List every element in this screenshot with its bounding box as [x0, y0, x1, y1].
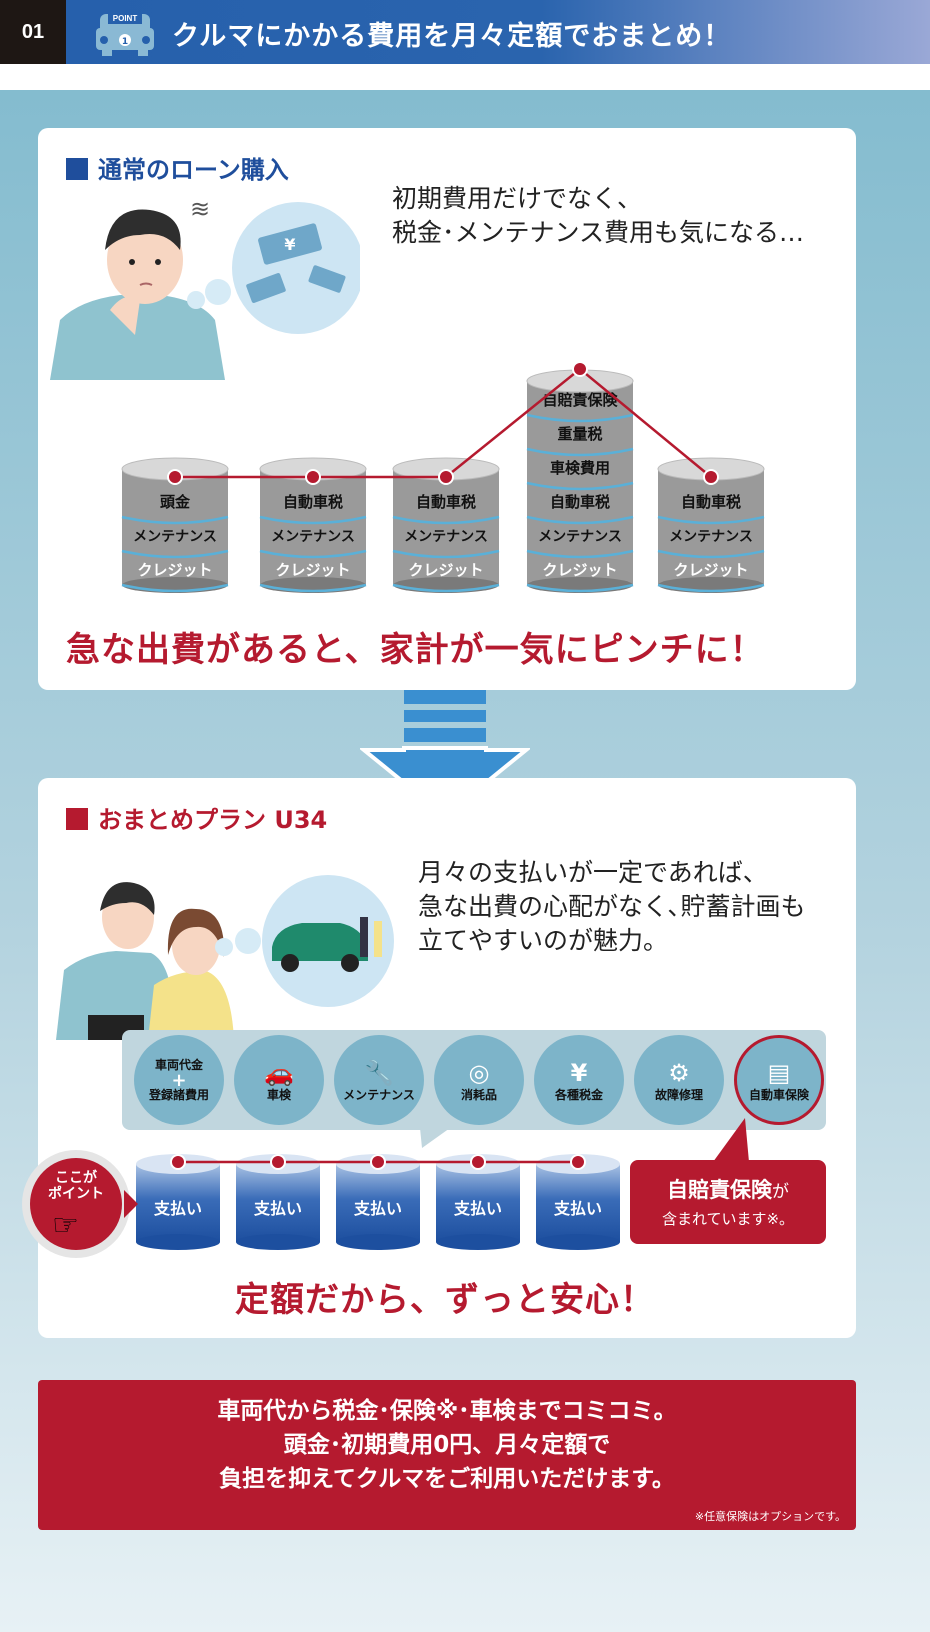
payment-stacks: 支払い 支払い 支払い 支払い 支払い	[136, 1154, 620, 1250]
confused-swirl-icon: ≋	[190, 195, 211, 223]
point-badge: ここがポイント ☞	[22, 1150, 130, 1258]
payment-point	[570, 1154, 586, 1170]
badge-pointer	[124, 1190, 138, 1218]
stack-segment-label: メンテナンス	[538, 529, 622, 545]
money-thought-bubble: ¥	[180, 200, 364, 350]
point-car-icon: POINT 1	[94, 10, 156, 56]
panel-pointer	[420, 1128, 450, 1148]
stack-segment-label: 頭金	[160, 493, 191, 511]
section-number: 01	[0, 0, 66, 64]
cost-point	[438, 469, 454, 485]
payment-point	[470, 1154, 486, 1170]
cost-point	[703, 469, 719, 485]
cost-point	[572, 361, 588, 377]
stack-segment-label: クレジット	[542, 561, 617, 579]
stack-segment-label: 自動車税	[416, 493, 476, 511]
stack-segment-label: 自動車税	[681, 493, 741, 511]
payment-cylinder: 支払い	[236, 1154, 320, 1250]
wrench-icon: 🔧	[364, 1058, 394, 1087]
loan-heading: 通常のローン購入	[66, 150, 289, 185]
document-icon: ▤	[767, 1058, 791, 1087]
stack-segment-label: 車検費用	[550, 459, 610, 477]
included-item-4: ¥各種税金	[534, 1035, 624, 1125]
pointing-hand-icon: ☞	[52, 1208, 79, 1243]
summary-banner: 車両代から税金･保険※･車検までコミコミ。頭金･初期費用0円、月々定額で負担を抑…	[38, 1380, 856, 1530]
loan-description: 初期費用だけでなく、税金･メンテナンス費用も気になる…	[392, 184, 805, 247]
stack-segment-label: 自動車税	[550, 493, 610, 511]
plan-heading: おまとめプラン U34	[66, 800, 327, 835]
included-item-2: 🔧メンテナンス	[334, 1035, 424, 1125]
stack-segment-label: クレジット	[275, 561, 350, 579]
gears-icon: ⚙	[668, 1058, 690, 1087]
car-search-icon: 🚗	[264, 1058, 294, 1087]
cost-point	[167, 469, 183, 485]
plan-description: 月々の支払いが一定であれば、急な出費の心配がなく､貯蓄計画も立てやすいのが魅力。	[418, 858, 806, 955]
loan-cost-stacks: 頭金メンテナンスクレジット自動車税メンテナンスクレジット自動車税メンテナンスクレ…	[121, 361, 765, 593]
stack-segment-label: クレジット	[137, 561, 212, 579]
payment-point	[170, 1154, 186, 1170]
stack-segment-label: クレジット	[408, 561, 483, 579]
tire-icon: ◎	[468, 1058, 490, 1087]
payment-label: 支払い	[353, 1199, 402, 1218]
included-item-5: ⚙故障修理	[634, 1035, 724, 1125]
stack-segment-label: 重量税	[557, 425, 602, 443]
stack-segment-label: メンテナンス	[271, 529, 355, 545]
callout-pointer	[713, 1118, 749, 1162]
stack-segment-label: クレジット	[673, 561, 748, 579]
cost-point	[305, 469, 321, 485]
plan-slogan: 定額だから、ずっと安心！	[235, 1280, 655, 1320]
insurance-callout: 自賠責保険が 含まれています※。	[630, 1160, 826, 1244]
payment-label: 支払い	[153, 1199, 202, 1218]
loan-warning: 急な出費があると、家計が一気にピンチに！	[66, 630, 765, 670]
couple-illustration	[56, 875, 246, 1040]
included-item-0: 車両代金+登録諸費用	[134, 1035, 224, 1125]
payment-label: 支払い	[553, 1199, 602, 1218]
svg-text:POINT: POINT	[113, 14, 138, 23]
stack-segment-label: メンテナンス	[133, 529, 217, 545]
payment-label: 支払い	[453, 1199, 502, 1218]
stack-segment-label: 自賠責保険	[542, 391, 618, 409]
payment-point	[270, 1154, 286, 1170]
stack-segment-label: メンテナンス	[404, 529, 488, 545]
section-title: クルマにかかる費用を月々定額でおまとめ！	[172, 21, 732, 52]
svg-text:1: 1	[122, 37, 128, 47]
payment-cylinder: 支払い	[336, 1154, 420, 1250]
included-item-1: 🚗車検	[234, 1035, 324, 1125]
payment-cylinder: 支払い	[536, 1154, 620, 1250]
money-icon: ¥	[570, 1058, 588, 1087]
worried-man-illustration	[50, 190, 230, 390]
yen-icon: ¥	[284, 235, 295, 254]
section-header-bar	[66, 0, 930, 64]
car-thought-bubble	[210, 875, 410, 1015]
payment-point	[370, 1154, 386, 1170]
stack-segment-label: メンテナンス	[669, 529, 753, 545]
payment-label: 支払い	[253, 1199, 302, 1218]
included-item-3: ◎消耗品	[434, 1035, 524, 1125]
stack-segment-label: 自動車税	[283, 493, 343, 511]
included-item-6: ▤自動車保険	[734, 1035, 824, 1125]
